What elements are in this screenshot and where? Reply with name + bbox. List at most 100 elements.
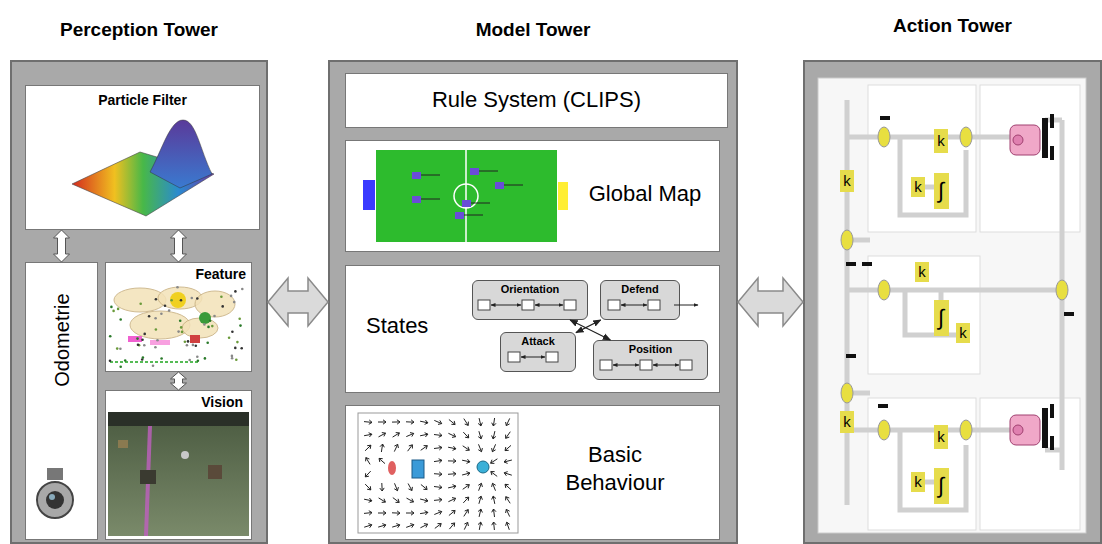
field-vector	[505, 445, 511, 450]
odometry-sensor-icon	[37, 482, 73, 518]
potential-field-plot	[388, 461, 396, 475]
field-vector	[492, 444, 496, 451]
feature-point	[168, 309, 171, 312]
potential-field-plot	[412, 460, 424, 478]
feature-point	[236, 341, 239, 344]
summing-node	[960, 420, 972, 440]
controller-symbol: ∫	[934, 468, 949, 504]
field-vector	[393, 433, 400, 438]
feature-point	[191, 297, 194, 300]
field-vector	[448, 472, 456, 476]
control-loop-drawing	[818, 78, 1086, 533]
sign-bar	[1064, 312, 1074, 316]
soccer-field-map	[363, 180, 375, 210]
state-step-arrow	[491, 305, 698, 365]
potential-field-plot	[477, 461, 489, 473]
field-vector	[449, 511, 455, 516]
sign-bar	[880, 116, 890, 120]
feature-point	[179, 319, 182, 322]
tower-title: Model Tower	[330, 18, 736, 41]
field-vector	[378, 420, 386, 424]
field-vector	[365, 445, 371, 451]
motor-symbol	[1050, 436, 1054, 450]
field-vector	[420, 433, 428, 437]
feature-point	[220, 296, 223, 299]
feature-point	[195, 345, 198, 348]
robot-marker	[412, 196, 421, 203]
state-step-arrow	[491, 305, 521, 306]
controller-block: k	[839, 169, 855, 193]
feature-point	[239, 324, 242, 327]
field-vector	[478, 483, 482, 490]
field-vector	[380, 444, 384, 452]
transition-arrow	[576, 320, 601, 333]
state-machine-step	[608, 300, 620, 310]
feature-point	[180, 299, 183, 302]
signal-wire	[847, 135, 1010, 140]
field-vector	[365, 471, 370, 477]
particle-filter-plot	[150, 120, 212, 188]
signal-wire	[939, 290, 944, 318]
feature-map-picture	[109, 286, 244, 368]
feature-point	[141, 339, 144, 342]
feature-point	[143, 333, 146, 336]
feature-point	[209, 320, 212, 323]
field-vector	[378, 524, 386, 528]
module-label: Basic Behaviour	[550, 441, 680, 497]
field-vector	[364, 420, 372, 424]
field-vector	[504, 472, 512, 476]
field-vector	[392, 524, 400, 528]
module-box: Rule System (CLIPS)	[345, 73, 728, 128]
particle-filter-plot	[72, 120, 214, 216]
motor-symbol	[1010, 114, 1054, 450]
module-label: Feature	[195, 266, 246, 283]
field-vector	[434, 511, 441, 515]
odometry-sensor-icon	[37, 468, 73, 518]
summing-node	[841, 127, 1068, 440]
feature-point	[234, 290, 237, 293]
controller-block: k	[955, 322, 971, 344]
feature-point	[206, 342, 209, 345]
feature-map-picture	[130, 311, 190, 339]
potential-field-plot	[358, 413, 518, 533]
motor-symbol	[1050, 146, 1054, 160]
transition-arrow	[570, 320, 610, 340]
soccer-field-map	[558, 182, 568, 210]
summing-node	[878, 127, 890, 147]
robot-marker	[412, 168, 523, 219]
feature-map-picture	[150, 340, 170, 345]
field-vector	[379, 498, 386, 503]
feature-point	[238, 317, 241, 320]
field-vector	[408, 484, 412, 491]
field-vector	[492, 418, 496, 426]
feature-point	[160, 313, 163, 316]
feature-point	[231, 357, 234, 360]
control-loop-drawing	[980, 398, 1080, 530]
module-label: Vision	[201, 394, 243, 411]
field-vector	[463, 432, 468, 438]
camera-image	[108, 412, 249, 536]
field-vector	[448, 485, 456, 489]
soccer-field-map	[465, 149, 467, 243]
field-vector	[448, 459, 456, 463]
feature-point	[154, 346, 157, 349]
robot-marker	[468, 203, 490, 204]
module-label: Rule System (CLIPS)	[346, 87, 727, 113]
controller-block: ∫	[933, 299, 950, 337]
feature-point	[184, 341, 187, 344]
field-vector	[434, 459, 442, 463]
state-step-arrow	[653, 365, 679, 366]
field-vector	[379, 458, 385, 463]
field-vector	[435, 524, 441, 529]
feature-point	[137, 344, 140, 347]
state-machine-step	[648, 300, 660, 310]
field-vector	[420, 498, 428, 502]
feature-map-picture	[128, 336, 142, 342]
signal-wire	[847, 428, 1010, 433]
field-vector	[378, 511, 386, 515]
field-vector	[464, 522, 468, 529]
odometry-sensor-icon	[46, 491, 64, 509]
controller-symbol: k	[934, 425, 948, 449]
tower-title: Perception Tower	[12, 18, 266, 41]
signal-wire	[847, 100, 1062, 510]
